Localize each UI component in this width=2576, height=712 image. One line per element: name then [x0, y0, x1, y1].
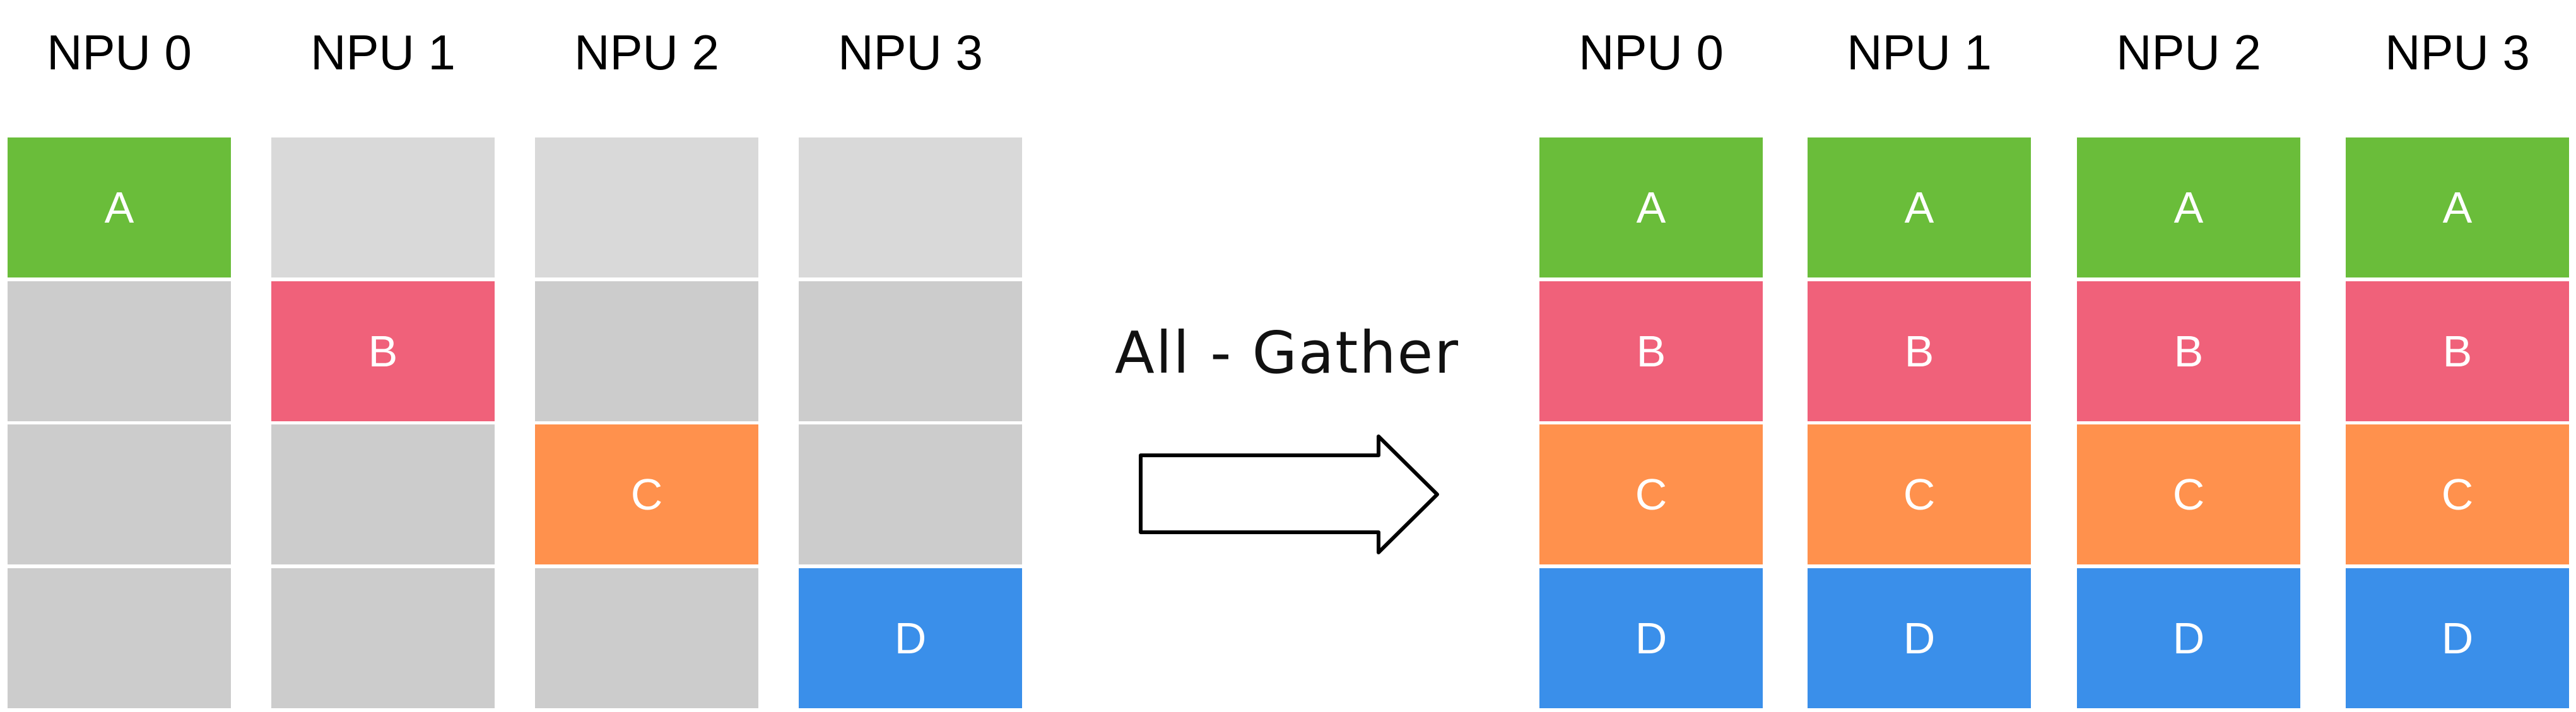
after-npu-label-3: NPU 3 [2385, 25, 2530, 80]
before-npu3-block-empty-1 [799, 281, 1022, 421]
before-npu1-block-empty-0 [271, 137, 495, 277]
before-npu1-block-empty-3 [271, 568, 495, 708]
before-npu3-block-empty-2 [799, 424, 1022, 564]
before-npu1-block-b-1: B [271, 281, 495, 421]
before-npu-label-0: NPU 0 [47, 25, 192, 80]
before-npu1-block-empty-2 [271, 424, 495, 564]
before-npu2-block-c-2: C [535, 424, 758, 564]
before-npu2-block-empty-1 [535, 281, 758, 421]
after-npu2-block-d-3: D [2077, 568, 2300, 708]
before-npu2-block-empty-3 [535, 568, 758, 708]
operation-title: All - Gather [1114, 319, 1460, 387]
after-npu3-block-b-1: B [2346, 281, 2569, 421]
after-npu0-block-b-1: B [1539, 281, 1763, 421]
before-npu0-block-empty-1 [8, 281, 231, 421]
before-npu3-block-d-3: D [799, 568, 1022, 708]
before-npu3-block-empty-0 [799, 137, 1022, 277]
after-npu-label-1: NPU 1 [1847, 25, 1992, 80]
before-npu0-block-empty-2 [8, 424, 231, 564]
before-npu0-block-a-0: A [8, 137, 231, 277]
after-npu0-block-a-0: A [1539, 137, 1763, 277]
after-npu3-block-a-0: A [2346, 137, 2569, 277]
after-npu1-block-b-1: B [1808, 281, 2031, 421]
after-npu1-block-a-0: A [1808, 137, 2031, 277]
after-npu1-block-d-3: D [1808, 568, 2031, 708]
after-npu-label-0: NPU 0 [1579, 25, 1724, 80]
before-npu2-block-empty-0 [535, 137, 758, 277]
before-group: NPU 0 A NPU 1 B NPU 2 C NPU 3 D [0, 0, 1035, 712]
after-npu2-block-b-1: B [2077, 281, 2300, 421]
after-npu3-block-d-3: D [2346, 568, 2569, 708]
right-arrow-icon [1139, 435, 1439, 554]
after-npu3-block-c-2: C [2346, 424, 2569, 564]
after-npu0-block-c-2: C [1539, 424, 1763, 564]
before-npu-label-1: NPU 1 [310, 25, 456, 80]
after-npu1-block-c-2: C [1808, 424, 2031, 564]
after-npu0-block-d-3: D [1539, 568, 1763, 708]
before-npu0-block-empty-3 [8, 568, 231, 708]
before-npu-label-2: NPU 2 [574, 25, 719, 80]
before-npu-label-3: NPU 3 [838, 25, 983, 80]
after-npu2-block-c-2: C [2077, 424, 2300, 564]
after-npu2-block-a-0: A [2077, 137, 2300, 277]
after-npu-label-2: NPU 2 [2116, 25, 2261, 80]
